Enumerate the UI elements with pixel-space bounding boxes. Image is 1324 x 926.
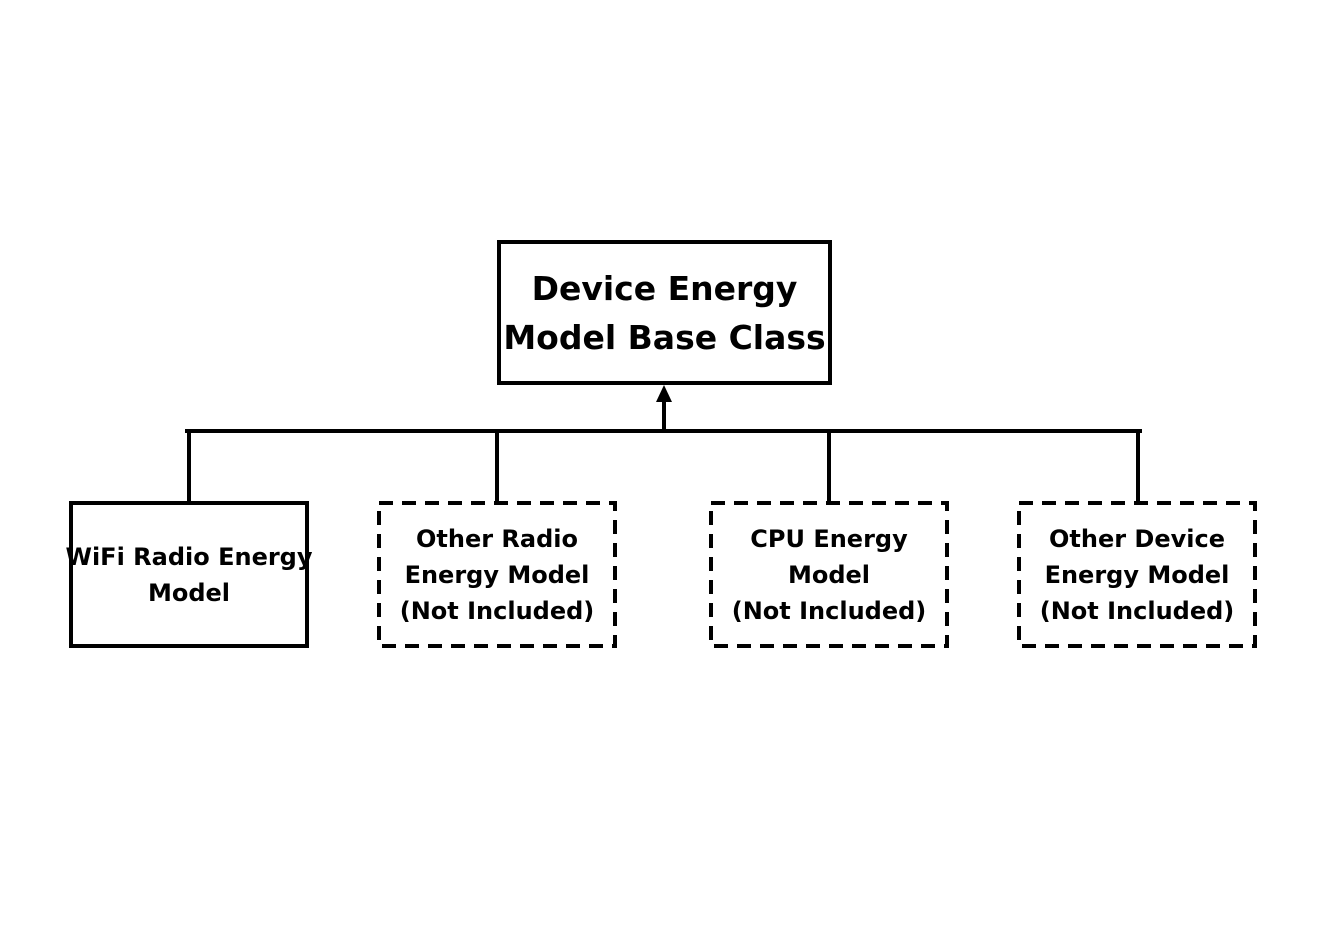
base-class-label-line-2: Model Base Class <box>503 317 826 357</box>
cpu-label-line-3: (Not Included) <box>731 596 927 625</box>
other-radio-energy-model-node: Other Radio Energy Model (Not Included) <box>377 501 617 648</box>
device-label-line-2: Energy Model <box>1044 560 1230 589</box>
device-label-line-1: Other Device <box>1048 524 1225 553</box>
cpu-energy-model-node: CPU Energy Model (Not Included) <box>709 501 949 648</box>
base-class-label-line-1: Device Energy <box>531 268 798 308</box>
device-label-line-3: (Not Included) <box>1039 596 1235 625</box>
base-class-node: Device Energy Model Base Class <box>497 240 832 385</box>
radio-label-line-2: Energy Model <box>404 560 590 589</box>
dashed-border <box>377 501 617 648</box>
wifi-label-line-1: WiFi Radio Energy <box>65 542 313 571</box>
cpu-label-line-1: CPU Energy <box>750 524 908 553</box>
wifi-radio-energy-model-node: WiFi Radio Energy Model <box>65 501 313 648</box>
wifi-label-line-2: Model <box>147 578 231 607</box>
other-device-energy-model-node: Other Device Energy Model (Not Included) <box>1017 501 1257 648</box>
inheritance-arrowhead <box>656 385 672 402</box>
cpu-label-line-2: Model <box>787 560 871 589</box>
dashed-border <box>1017 501 1257 648</box>
radio-label-line-1: Other Radio <box>416 524 578 553</box>
dashed-border <box>709 501 949 648</box>
radio-label-line-3: (Not Included) <box>399 596 595 625</box>
